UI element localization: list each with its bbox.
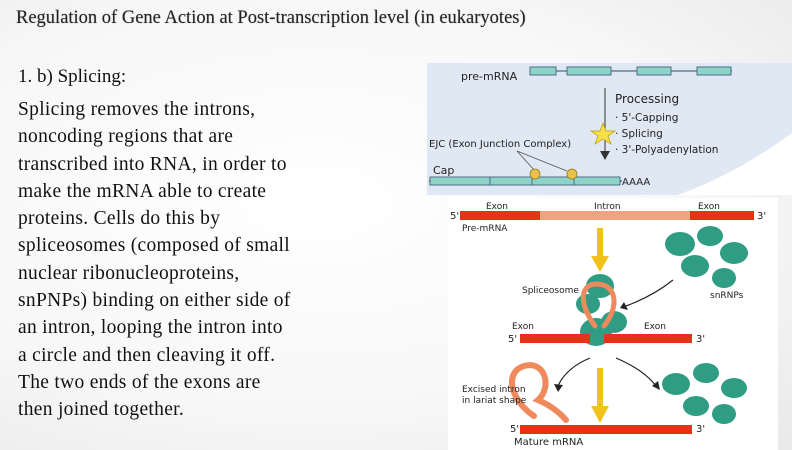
mature-exon-segment: [429, 176, 491, 186]
excised-lariat: [509, 362, 569, 423]
ejc-label: EJC (Exon Junction Complex): [429, 139, 571, 150]
five-prime-label: 5': [508, 334, 517, 345]
snrnp-particle: [693, 363, 719, 383]
down-arrow-icon: [591, 406, 609, 423]
released-snrnps: [662, 363, 747, 424]
snrnp-cluster: [665, 226, 748, 288]
excised-intron-label: Excised intron: [462, 385, 526, 395]
release-arrow: [615, 357, 657, 387]
mature-exon-segment: [489, 176, 533, 186]
exon-label: Exon: [698, 202, 720, 212]
processing-figure: pre-mRNA Processing · 5'-Capping · Splic…: [427, 63, 792, 195]
pre-mrna-exon-left: [460, 211, 540, 220]
body-line: transcribed into RNA, in order to: [18, 153, 287, 175]
pre-mrna-strand: [529, 66, 732, 76]
arrow-shaft: [597, 228, 603, 258]
exon-label: Exon: [512, 322, 534, 332]
five-prime-label: 5': [450, 211, 459, 222]
ejc-pointer: [516, 150, 568, 172]
three-prime-label: 3': [696, 334, 705, 345]
panel-corner-curve: [677, 133, 792, 195]
body-line: snPNPs) binding on either side of: [18, 290, 291, 312]
spliceosome-label: Spliceosome: [522, 286, 579, 296]
snrnp-particle: [662, 373, 690, 395]
release-arrow: [557, 357, 591, 387]
body-line: noncoding regions that are: [18, 126, 234, 148]
splicing-exon-left: [520, 334, 590, 343]
ejc-pointer: [516, 150, 536, 172]
exon-label: Exon: [486, 202, 508, 212]
body-line: nuclear ribonucleoproteins,: [18, 262, 240, 284]
slide-title: Regulation of Gene Action at Post-transc…: [16, 8, 526, 28]
pre-mrna-label: pre-mRNA: [461, 70, 518, 83]
arrow-head: [652, 381, 660, 390]
snrnp-particle: [683, 396, 709, 416]
body-line: a circle and then cleaving it off.: [18, 344, 276, 366]
body-line: The two ends of the exons are: [18, 371, 261, 393]
arrow-head: [620, 302, 628, 310]
body-text: Splicing removes the introns, noncoding …: [18, 96, 388, 424]
lariat-shape-label: in lariat shape: [462, 396, 527, 406]
polya-label: AAAA: [622, 177, 650, 188]
arrow-head: [554, 384, 563, 392]
intron-label: Intron: [594, 202, 621, 212]
cap-label: Cap: [433, 164, 454, 177]
body-line: Splicing removes the introns,: [18, 99, 256, 120]
pre-exon-segment: [529, 66, 557, 76]
mature-exon-right: [600, 425, 692, 434]
star-icon: [589, 122, 617, 145]
snrnp-particle: [665, 232, 695, 256]
snrnps-label: snRNPs: [710, 291, 744, 301]
pre-mrna-exon-right: [690, 211, 754, 220]
body-line: then joined together.: [18, 399, 185, 421]
section-heading: 1. b) Splicing:: [18, 66, 127, 87]
arrow-shaft: [597, 368, 603, 408]
pre-exon-segment: [636, 66, 672, 76]
intron-loop: [580, 281, 617, 329]
pre-mrna-label: Pre-mRNA: [462, 224, 508, 234]
five-prime-label: 5': [510, 424, 519, 435]
pre-mrna-intron: [540, 211, 690, 220]
snrnp-particle: [720, 242, 748, 264]
arrow-head: [600, 151, 610, 160]
snrnp-particle: [697, 226, 723, 246]
snrnp-particle: [712, 404, 736, 424]
snrnp-particle: [681, 255, 709, 277]
body-line: make the mRNA able to create: [18, 180, 267, 202]
body-line: proteins. Cells do this by: [18, 208, 221, 230]
body-line: spliceosomes (composed of small: [18, 235, 290, 257]
mature-exon-left: [520, 425, 600, 434]
exon-label: Exon: [644, 322, 666, 332]
three-prime-label: 3': [757, 211, 766, 222]
snrnp-particle: [712, 268, 736, 288]
three-prime-label: 3': [696, 424, 705, 435]
mature-exon-segment: [573, 176, 621, 186]
ejc-marker: [529, 168, 541, 180]
snrnp-particle: [721, 378, 747, 398]
splicing-label: · Splicing: [615, 128, 663, 140]
capping-label: · 5'-Capping: [615, 112, 678, 124]
pre-exon-segment: [696, 66, 732, 76]
body-line: an intron, looping the intron into: [18, 317, 283, 339]
processing-label: Processing: [615, 92, 679, 106]
splicing-figure: 5' 3' Exon Intron Exon Pre-mRNA snRNPs S…: [448, 198, 778, 450]
splicing-exon-right: [604, 334, 692, 343]
pre-exon-segment: [566, 66, 612, 76]
down-arrow-icon: [591, 256, 609, 272]
ejc-marker: [566, 168, 578, 180]
assembly-arrow: [625, 279, 674, 307]
mature-mrna-label: Mature mRNA: [514, 437, 583, 448]
mature-strand: [429, 168, 622, 186]
polyadenylation-label: · 3'-Polyadenylation: [615, 144, 718, 156]
